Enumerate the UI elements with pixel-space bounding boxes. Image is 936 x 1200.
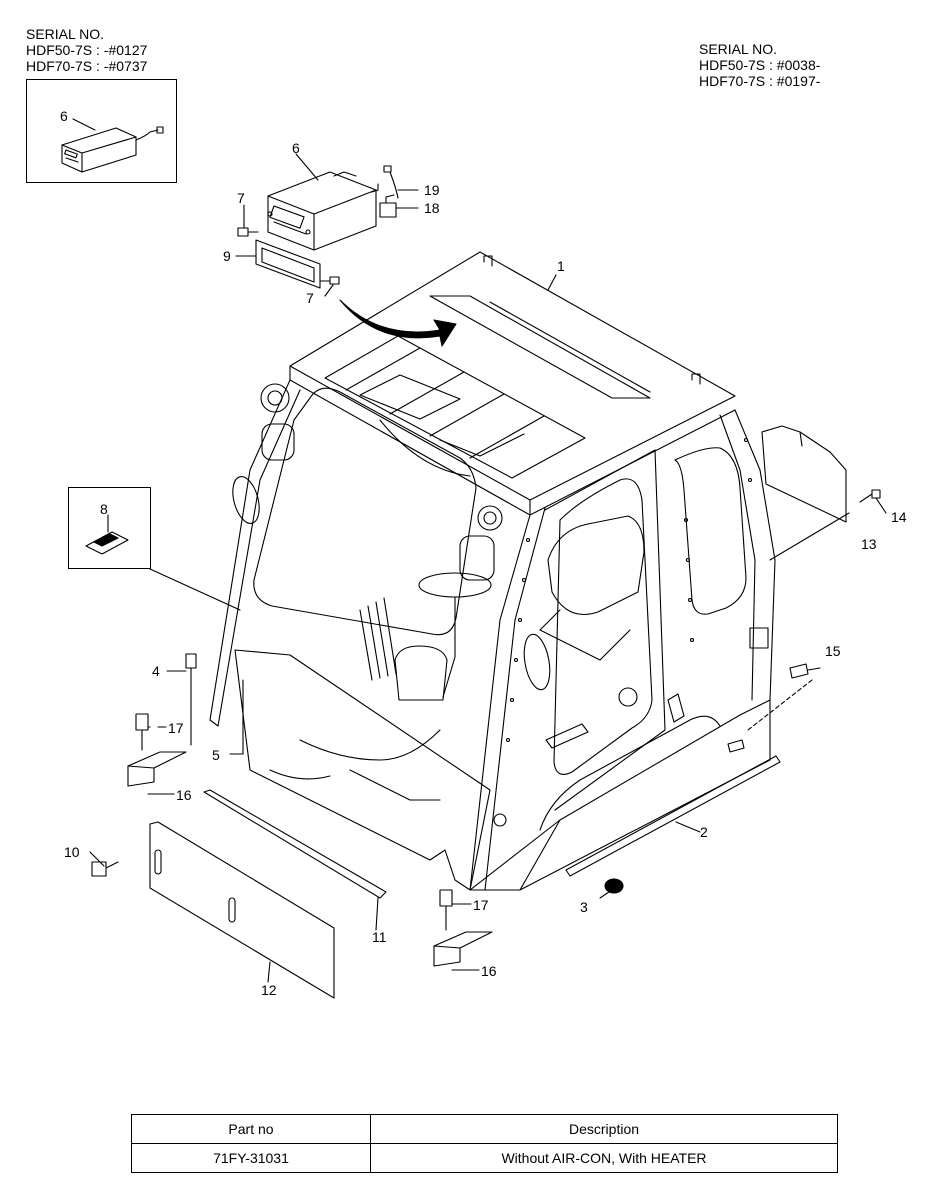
callout-3: 3 [580, 899, 588, 915]
install-arrow-icon [339, 299, 457, 347]
bolt-icon [439, 889, 453, 931]
callout-7-bottom: 7 [306, 290, 314, 306]
strip-icon [203, 789, 387, 899]
switch-inset-frame [68, 487, 151, 569]
bolt-icon [91, 861, 119, 877]
callout-2: 2 [700, 824, 708, 840]
serial-line-hdf70: HDF70-7S : -#0737 [26, 58, 148, 74]
callout-13: 13 [861, 536, 877, 552]
callout-17-right: 17 [473, 897, 489, 913]
bolt-icon [135, 713, 149, 751]
bracket-icon [127, 751, 187, 787]
serial-number-block-left: SERIAL NO. HDF50-7S : -#0127 HDF70-7S : … [26, 26, 147, 74]
leader-lines [89, 274, 887, 983]
callout-15: 15 [825, 643, 841, 659]
parts-table: Part no Description 71FY-31031 Without A… [131, 1114, 838, 1173]
side-panel-icon [761, 425, 847, 523]
cover-icon [727, 663, 809, 753]
switch-icon [85, 531, 129, 555]
serial-line-hdf50: HDF50-7S : -#0127 [26, 42, 148, 58]
leader-line [295, 153, 319, 181]
serial-line-hdf50: HDF50-7S : #0038- [699, 57, 821, 73]
callout-1: 1 [557, 258, 565, 274]
bracket-icon [433, 931, 493, 967]
serial-heading: SERIAL NO. [26, 26, 105, 42]
callout-8: 8 [100, 501, 108, 517]
callout-10: 10 [64, 844, 80, 860]
serial-line-hdf70: HDF70-7S : #0197- [699, 73, 821, 89]
bolt-icon [185, 653, 197, 687]
callout-17-left: 17 [168, 720, 184, 736]
callout-16-left: 16 [176, 787, 192, 803]
callout-14: 14 [891, 509, 907, 525]
column-header-part-no: Part no [131, 1114, 371, 1144]
radio-inset-frame [26, 79, 177, 183]
table-row: 71FY-31031 Without AIR-CON, With HEATER [131, 1143, 838, 1173]
screw-icon [237, 204, 259, 237]
callout-9: 9 [223, 248, 231, 264]
cab-frame-icon [209, 251, 776, 891]
leader-lines [157, 726, 480, 971]
bracket-icon [235, 239, 321, 289]
screw-icon [319, 276, 340, 297]
callout-19: 19 [424, 182, 440, 198]
callout-5: 5 [212, 747, 220, 763]
lower-cover-panel-icon [149, 821, 335, 999]
callout-6-inset: 6 [60, 108, 68, 124]
callout-18: 18 [424, 200, 440, 216]
serial-number-block-right: SERIAL NO. HDF50-7S : #0038- HDF70-7S : … [699, 41, 820, 89]
callout-16-right: 16 [481, 963, 497, 979]
callout-12: 12 [261, 982, 277, 998]
table-header-row: Part no Description [131, 1114, 838, 1144]
column-header-description: Description [370, 1114, 838, 1144]
description-cell: Without AIR-CON, With HEATER [370, 1143, 838, 1173]
callout-7-top: 7 [237, 190, 245, 206]
callout-4: 4 [152, 663, 160, 679]
callout-11: 11 [372, 929, 387, 945]
cap-icon [604, 878, 624, 894]
part-no-cell: 71FY-31031 [131, 1143, 371, 1173]
callout-6: 6 [292, 140, 300, 156]
serial-heading: SERIAL NO. [699, 41, 778, 57]
radio-old-icon [61, 126, 164, 173]
connector-icon [379, 165, 419, 218]
radio-icon [267, 171, 379, 251]
leader-line [72, 118, 96, 131]
rubber-strip-icon [565, 755, 781, 877]
